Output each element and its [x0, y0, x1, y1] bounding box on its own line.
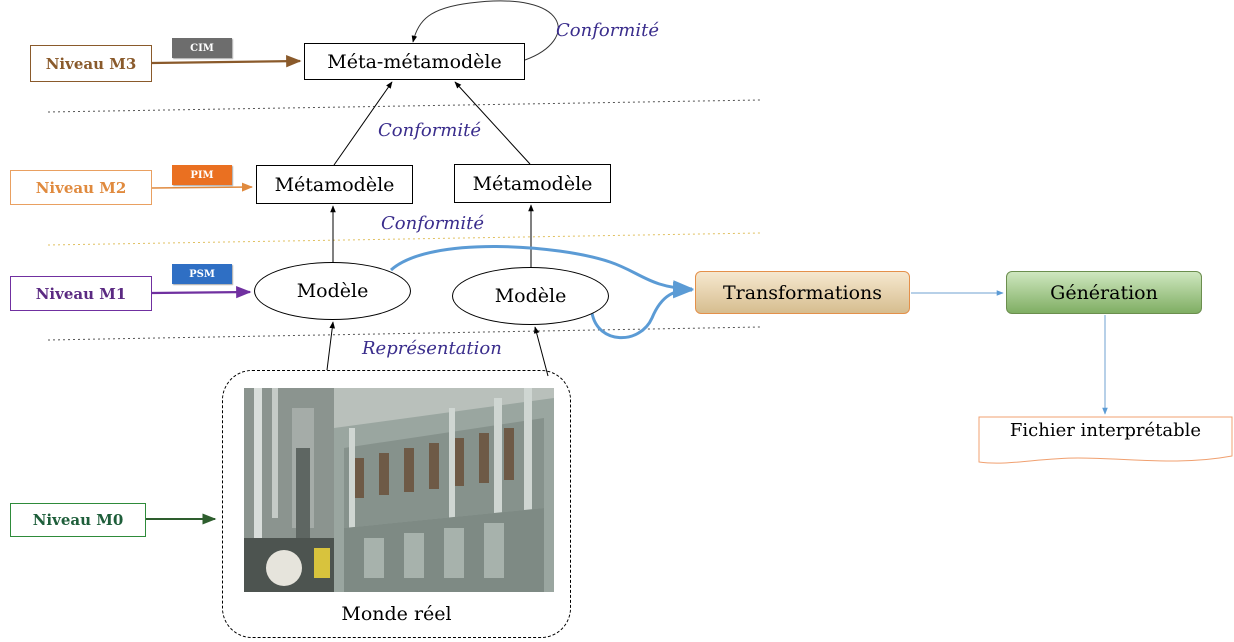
metamodel-box-left: Métamodèle [256, 165, 413, 204]
model-ellipse-right: Modèle [452, 267, 609, 325]
flow-model-2-transformations [590, 281, 695, 340]
cim-tag: CIM [172, 38, 232, 58]
representation-arrow-2 [533, 326, 549, 377]
transformations-box: Transformations [695, 271, 910, 314]
conformity-arrow-left [333, 81, 393, 166]
arrow-m1 [151, 285, 252, 299]
conformity-label-top: Conformité [556, 20, 660, 41]
conformity-arrow-right [454, 81, 531, 165]
pim-tag: PIM [172, 165, 232, 185]
separator-m1-m0 [47, 326, 761, 341]
psm-tag: PSM [172, 264, 232, 284]
meta-metamodel-box: Méta-métamodèle [304, 43, 525, 80]
separator-m2-m1 [47, 232, 761, 246]
level-m3-box: Niveau M3 [30, 45, 152, 82]
level-m0-box: Niveau M0 [10, 503, 146, 537]
level-m1-box: Niveau M1 [10, 276, 152, 311]
flow-model-1-transformations [390, 245, 695, 297]
engine-room-photo [244, 388, 554, 592]
representation-arrow-1 [326, 321, 335, 371]
level-m2-box: Niveau M2 [10, 170, 152, 205]
metamodel-box-right: Métamodèle [454, 164, 611, 203]
arrow-m2 [151, 182, 254, 192]
representation-label: Représentation [362, 338, 502, 359]
generation-box: Génération [1006, 271, 1202, 314]
self-conformity-loop [411, 0, 559, 61]
conformity-label-middle: Conformité [378, 120, 482, 141]
model-ellipse-left: Modèle [254, 262, 411, 320]
separator-m3-m2 [47, 99, 761, 113]
conformity-label-lower: Conformité [381, 213, 485, 234]
real-world-frame [222, 370, 571, 638]
output-file-label: Fichier interprétable [1009, 420, 1202, 441]
output-file-shape [978, 416, 1233, 464]
arrow-m3 [151, 55, 302, 68]
real-world-label: Monde réel [341, 603, 452, 625]
